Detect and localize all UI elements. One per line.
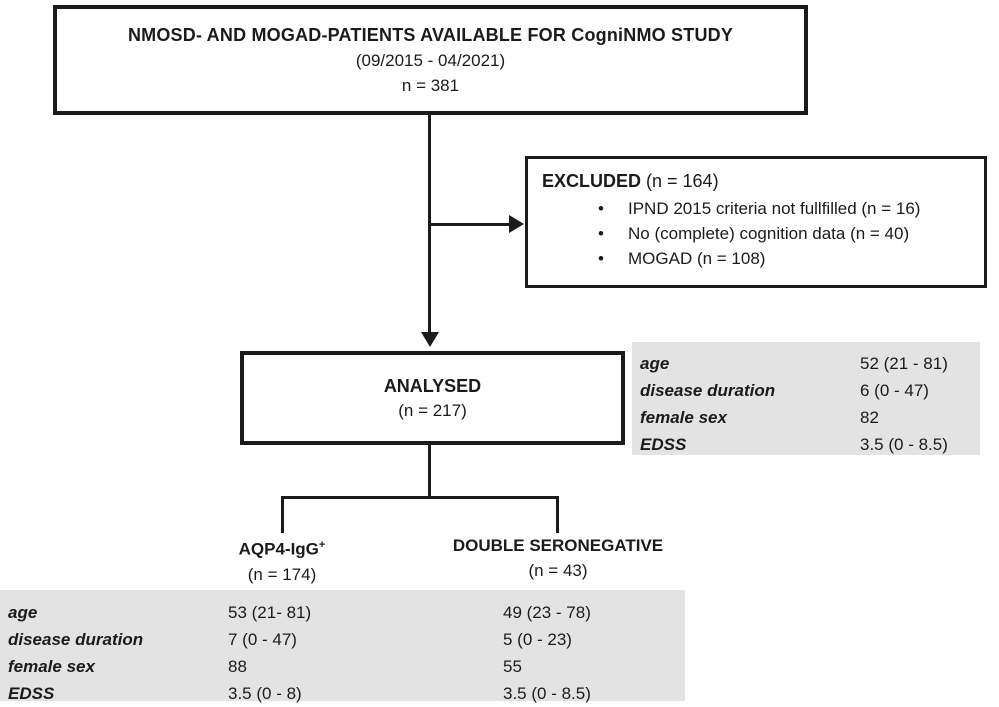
- connector-vertical-branch: [428, 445, 431, 499]
- excluded-item-text: IPND 2015 criteria not fullfilled (n = 1…: [628, 199, 921, 218]
- stat-value-aqp4: 53 (21- 81): [228, 603, 312, 622]
- stat-label: female sex: [640, 408, 727, 427]
- bullet-icon: •: [598, 249, 604, 268]
- excluded-box: EXCLUDED (n = 164) • IPND 2015 criteria …: [525, 156, 987, 288]
- stat-label: EDSS: [8, 684, 55, 703]
- branch-seronegative-label: DOUBLE SERONEGATIVE (n = 43): [408, 533, 708, 583]
- available-patients-box: NMOSD- AND MOGAD-PATIENTS AVAILABLE FOR …: [53, 5, 808, 115]
- branch-seronegative-title: DOUBLE SERONEGATIVE: [452, 536, 664, 555]
- stat-value-aqp4: 3.5 (0 - 8): [228, 684, 302, 703]
- excluded-n: (n = 164): [641, 171, 719, 191]
- excluded-header: EXCLUDED (n = 164): [542, 171, 974, 192]
- stat-value: 82: [860, 408, 879, 427]
- excluded-item: • MOGAD (n = 108): [542, 246, 974, 271]
- connector-stub-left: [281, 496, 284, 533]
- branch-aqp4-n: (n = 174): [247, 564, 317, 584]
- connector-horizontal-branch: [281, 496, 559, 499]
- analysed-n: (n = 217): [398, 400, 467, 420]
- stat-label: disease duration: [640, 381, 776, 400]
- stat-label: EDSS: [640, 435, 687, 454]
- stats-row: disease duration 6 (0 - 47): [640, 377, 980, 404]
- excluded-item: • IPND 2015 criteria not fullfilled (n =…: [542, 196, 974, 221]
- excluded-item-text: No (complete) cognition data (n = 40): [628, 224, 910, 243]
- analysed-box: ANALYSED (n = 217): [240, 351, 625, 445]
- available-patients-n: n = 381: [401, 75, 460, 95]
- stats-row: age 52 (21 - 81): [640, 350, 980, 377]
- branch-seronegative-n: (n = 43): [528, 561, 588, 580]
- excluded-item: • No (complete) cognition data (n = 40): [542, 221, 974, 246]
- stat-value: 52 (21 - 81): [860, 354, 948, 373]
- stat-value-seronegative: 5 (0 - 23): [503, 630, 572, 649]
- stat-label: female sex: [8, 657, 95, 676]
- stats-row: EDSS 3.5 (0 - 8) 3.5 (0 - 8.5): [8, 680, 685, 707]
- analysed-stats-table: age 52 (21 - 81) disease duration 6 (0 -…: [632, 342, 980, 455]
- connector-stub-right: [556, 496, 559, 533]
- branch-stats-table: age 53 (21- 81) 49 (23 - 78) disease dur…: [0, 590, 685, 703]
- stat-label: age: [8, 603, 38, 622]
- branch-aqp4-label: AQP4-IgG+ (n = 174): [157, 533, 407, 587]
- analysed-title: ANALYSED: [383, 375, 482, 396]
- stat-label: disease duration: [8, 630, 144, 649]
- excluded-title: EXCLUDED: [542, 171, 642, 191]
- stat-value: 6 (0 - 47): [860, 381, 929, 400]
- stat-value-seronegative: 3.5 (0 - 8.5): [503, 684, 591, 703]
- arrow-down-icon: [421, 332, 439, 347]
- stats-row: female sex 88 55: [8, 653, 685, 680]
- connector-horizontal-excluded: [428, 223, 510, 226]
- stat-value-seronegative: 49 (23 - 78): [503, 603, 591, 622]
- stat-value-seronegative: 55: [503, 657, 522, 676]
- bullet-icon: •: [598, 199, 604, 218]
- branch-aqp4-title: AQP4-IgG+: [157, 533, 407, 562]
- stats-row: female sex 82: [640, 404, 980, 431]
- excluded-item-text: MOGAD (n = 108): [628, 249, 766, 268]
- available-patients-title: NMOSD- AND MOGAD-PATIENTS AVAILABLE FOR …: [127, 24, 734, 45]
- stat-value-aqp4: 88: [228, 657, 247, 676]
- stat-label: age: [640, 354, 670, 373]
- branch-aqp4-superscript: +: [318, 539, 326, 551]
- branch-aqp4-name: AQP4-IgG: [238, 539, 319, 559]
- stat-value: 3.5 (0 - 8.5): [860, 435, 948, 454]
- bullet-icon: •: [598, 224, 604, 243]
- arrow-right-icon: [509, 215, 524, 233]
- stats-row: EDSS 3.5 (0 - 8.5): [640, 431, 980, 458]
- stat-value-aqp4: 7 (0 - 47): [228, 630, 297, 649]
- stats-row: age 53 (21- 81) 49 (23 - 78): [8, 599, 685, 626]
- stats-row: disease duration 7 (0 - 47) 5 (0 - 23): [8, 626, 685, 653]
- available-patients-period: (09/2015 - 04/2021): [355, 50, 506, 70]
